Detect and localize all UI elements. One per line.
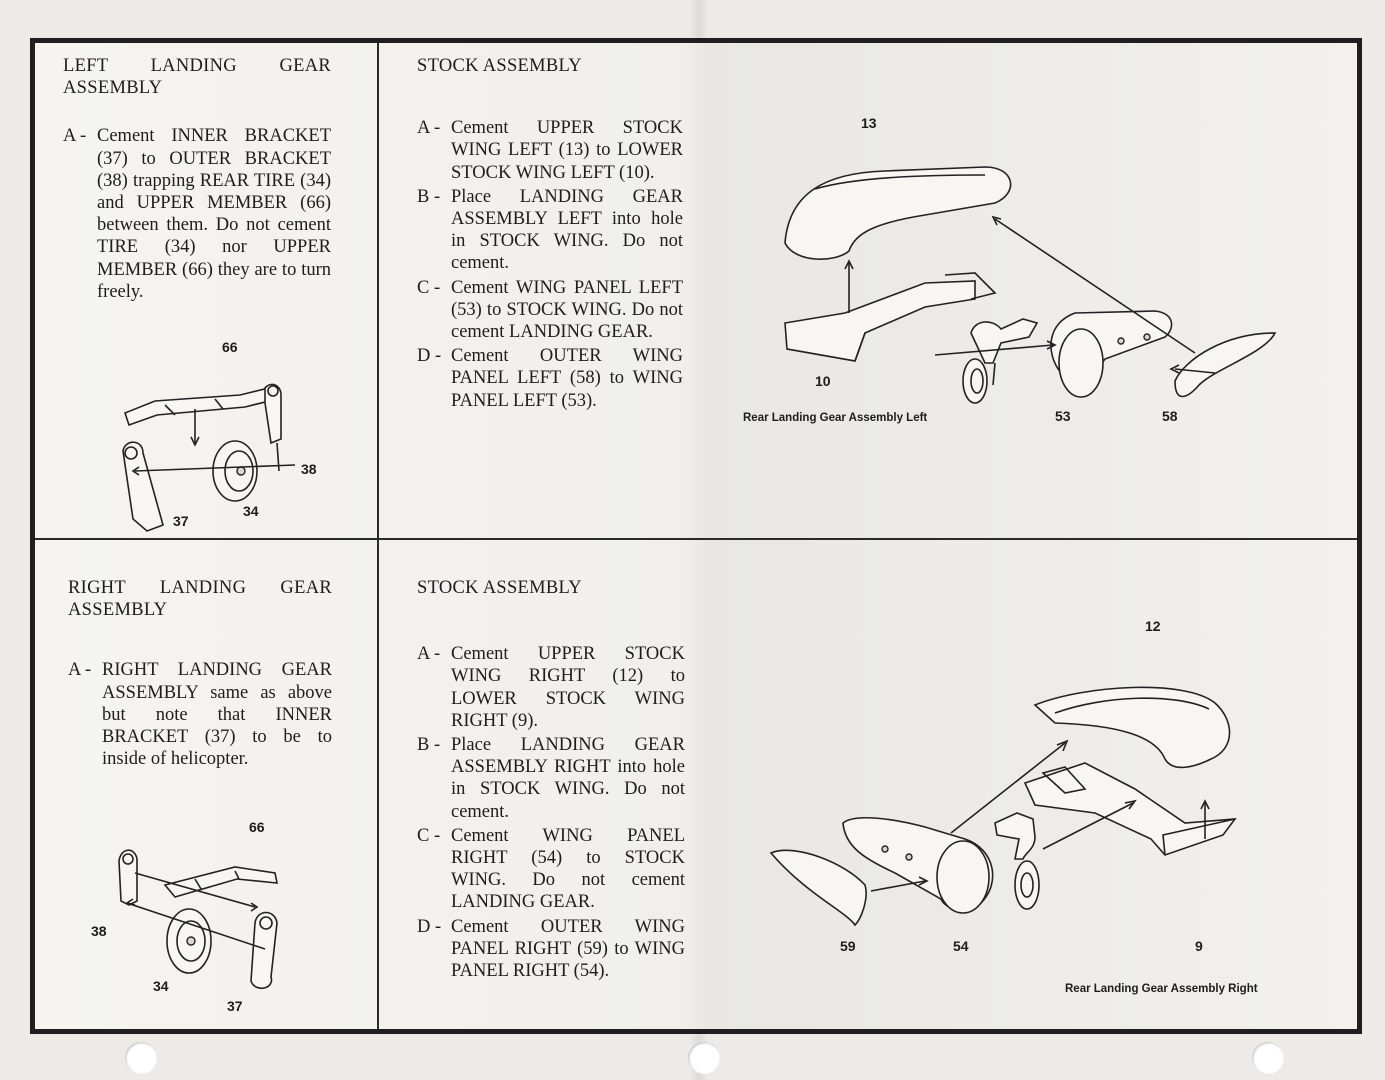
outer-wing-panel-part	[769, 849, 867, 927]
part-label-9: 9	[1195, 938, 1203, 954]
part-label-53: 53	[1055, 408, 1071, 424]
step-text: Cement WING PANEL LEFT (53) to STOCK WIN…	[451, 277, 683, 343]
step-text: RIGHT LANDING GEAR ASSEMBLY same as abov…	[102, 660, 332, 770]
step-key: D -	[417, 346, 442, 367]
step-b: B - Place LANDING GEAR ASSEMBLY LEFT int…	[417, 186, 683, 275]
step-a: A - Cement UPPER STOCK WING LEFT (13) to…	[417, 117, 683, 184]
part-label-38: 38	[301, 461, 317, 477]
step-key: B -	[417, 735, 441, 756]
section-title-line1: RIGHT LANDING GEAR	[68, 578, 332, 598]
step-text: Cement INNER BRACKET (37) to OUTER BRACK…	[97, 126, 331, 302]
step-key: A -	[68, 660, 92, 681]
part-label-38: 38	[91, 923, 107, 939]
step-text: Cement OUTER WING PANEL RIGHT (59) to WI…	[451, 916, 685, 982]
figure-caption: Rear Landing Gear Assembly Right	[1065, 983, 1258, 995]
step-a: A - Cement INNER BRACKET (37) to OUTER B…	[63, 125, 331, 303]
binder-hole-center	[688, 1042, 720, 1074]
binder-hole-left	[125, 1042, 157, 1074]
inner-bracket-part	[122, 441, 164, 532]
part-label-37: 37	[227, 998, 243, 1014]
instruction-frame: LEFT LANDING GEAR ASSEMBLY A - Cement IN…	[30, 38, 1362, 1034]
part-label-54: 54	[953, 938, 969, 954]
part-label-37: 37	[173, 513, 189, 529]
landing-gear-wheel-part	[1014, 860, 1040, 910]
outer-wing-panel-part	[1174, 332, 1277, 398]
section-title-line1: LEFT LANDING GEAR	[63, 56, 331, 76]
part-label-34: 34	[243, 503, 259, 519]
left-landing-gear-section: LEFT LANDING GEAR ASSEMBLY A - Cement IN…	[63, 55, 331, 303]
step-text: Cement UPPER STOCK WING RIGHT (12) to LO…	[451, 644, 685, 731]
rear-landing-gear-left-drawing	[784, 166, 1277, 404]
part-label-66: 66	[249, 819, 265, 835]
upper-stock-wing-part	[784, 166, 1012, 260]
step-key: A -	[417, 644, 441, 665]
part-label-58: 58	[1162, 408, 1178, 424]
step-text: Place LANDING GEAR ASSEMBLY RIGHT into h…	[451, 735, 685, 822]
step-d: D - Cement OUTER WING PANEL LEFT (58) to…	[417, 345, 683, 412]
step-a: A - RIGHT LANDING GEAR ASSEMBLY same as …	[68, 659, 332, 770]
step-key: C -	[417, 825, 441, 846]
step-a: A - Cement UPPER STOCK WING RIGHT (12) t…	[417, 643, 685, 732]
lower-stock-wing-part	[784, 280, 976, 362]
right-landing-gear-drawing	[118, 849, 278, 989]
part-label-10: 10	[815, 373, 831, 389]
upper-stock-wing-part	[1033, 686, 1231, 769]
section-title: STOCK ASSEMBLY	[417, 578, 582, 598]
step-b: B - Place LANDING GEAR ASSEMBLY RIGHT in…	[417, 734, 685, 823]
step-c: C - Cement WING PANEL RIGHT (54) to STOC…	[417, 825, 685, 914]
landing-gear-leg-part	[994, 812, 1036, 860]
left-landing-gear-drawing	[122, 383, 296, 532]
step-text: Place LANDING GEAR ASSEMBLY LEFT into ho…	[451, 186, 683, 274]
inner-bracket-part	[250, 911, 278, 989]
section-title-line2: ASSEMBLY	[63, 78, 163, 99]
outer-bracket-part	[264, 383, 282, 445]
step-key: A -	[63, 126, 87, 147]
stock-assembly-right-section: STOCK ASSEMBLY A - Cement UPPER STOCK WI…	[417, 577, 685, 982]
stock-assembly-left-section: STOCK ASSEMBLY A - Cement UPPER STOCK WI…	[417, 55, 683, 412]
section-title-line2: ASSEMBLY	[68, 600, 168, 621]
step-text: Cement WING PANEL RIGHT (54) to STOCK WI…	[451, 825, 685, 913]
paper-background	[35, 43, 1357, 1029]
upper-member-part	[163, 866, 278, 898]
binder-hole-right	[1252, 1042, 1284, 1074]
rear-tire-part	[212, 440, 258, 502]
part-label-66: 66	[222, 339, 238, 355]
landing-gear-wheel-part	[962, 358, 988, 404]
right-landing-gear-section: RIGHT LANDING GEAR ASSEMBLY A - RIGHT LA…	[68, 577, 332, 770]
rear-landing-gear-right-drawing	[769, 686, 1237, 927]
part-label-34: 34	[153, 978, 169, 994]
vertical-divider	[377, 43, 379, 1029]
step-d: D - Cement OUTER WING PANEL RIGHT (59) t…	[417, 916, 685, 983]
figure-caption: Rear Landing Gear Assembly Left	[743, 412, 928, 424]
upper-member-part	[124, 386, 279, 427]
part-label-13: 13	[861, 115, 877, 131]
step-key: B -	[417, 186, 441, 207]
step-key: D -	[417, 916, 442, 937]
horizontal-divider	[35, 538, 1357, 540]
section-title: STOCK ASSEMBLY	[417, 56, 582, 76]
landing-gear-leg-part	[970, 318, 1039, 364]
step-text: Cement OUTER WING PANEL LEFT (58) to WIN…	[451, 346, 683, 411]
part-label-12: 12	[1145, 618, 1161, 634]
step-key: C -	[417, 277, 441, 298]
outer-bracket-part	[118, 849, 138, 906]
step-c: C - Cement WING PANEL LEFT (53) to STOCK…	[417, 277, 683, 344]
part-label-59: 59	[840, 938, 856, 954]
step-key: A -	[417, 118, 441, 139]
step-text: Cement UPPER STOCK WING LEFT (13) to LOW…	[451, 118, 683, 183]
